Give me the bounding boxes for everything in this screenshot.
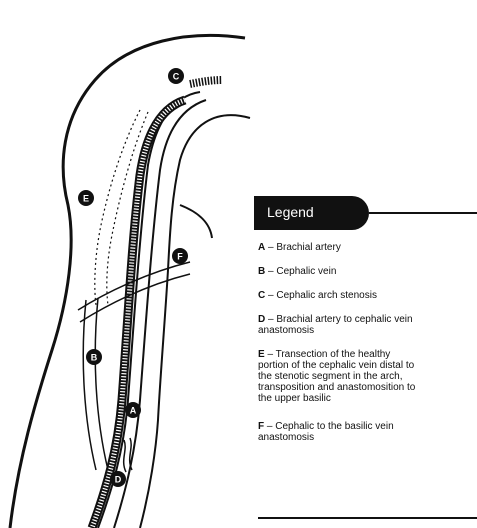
legend-text: Brachial artery to cephalic vein anastom… xyxy=(258,314,413,336)
marker-d: D xyxy=(110,471,126,487)
legend-key: C xyxy=(258,290,265,301)
marker-c-label: C xyxy=(173,72,180,82)
marker-e: E xyxy=(78,190,94,206)
marker-f-label: F xyxy=(177,252,183,262)
marker-f: F xyxy=(172,248,188,264)
marker-d-label: D xyxy=(115,475,122,485)
basilic-vein xyxy=(95,298,108,470)
marker-e-label: E xyxy=(83,194,89,204)
basilic-vein xyxy=(83,300,96,470)
legend-key: F xyxy=(258,421,264,432)
stenosis-hatch xyxy=(190,80,222,84)
legend-item-d: D – Brachial artery to cephalic vein ana… xyxy=(258,314,477,336)
inner-arm-outline xyxy=(140,115,250,528)
legend-bottom-rule xyxy=(258,517,477,519)
anastomosis-squiggle xyxy=(124,440,126,472)
marker-c: C xyxy=(168,68,184,84)
legend-item-e: E – Transection of the healthy portion o… xyxy=(258,349,477,404)
marker-b: B xyxy=(86,349,102,365)
legend-item-b: B – Cephalic vein xyxy=(258,266,477,277)
legend-list: A – Brachial artery B – Cephalic vein C … xyxy=(258,242,477,443)
axilla-line xyxy=(180,205,212,238)
legend-text: Cephalic to the basilic vein anastomosis xyxy=(258,421,394,443)
marker-a-label: A xyxy=(130,406,137,416)
legend-item-a: A – Brachial artery xyxy=(258,242,477,253)
legend-text: Cephalic vein xyxy=(276,266,336,277)
legend-key: E xyxy=(258,349,265,360)
marker-a: A xyxy=(125,402,141,418)
legend-item-c: C – Cephalic arch stenosis xyxy=(258,290,477,301)
legend-text: Brachial artery xyxy=(276,242,340,253)
legend-key: B xyxy=(258,266,265,277)
legend-key: D xyxy=(258,314,265,325)
legend-text: Transection of the healthy portion of th… xyxy=(258,349,415,404)
legend-title: Legend xyxy=(267,204,314,220)
anastomosis-squiggle xyxy=(130,438,132,470)
marker-b-label: B xyxy=(91,353,98,363)
legend-key: A xyxy=(258,242,265,253)
legend-header-rule xyxy=(369,212,477,214)
legend-item-f: F – Cephalic to the basilic vein anastom… xyxy=(258,421,477,443)
legend-text: Cephalic arch stenosis xyxy=(276,290,377,301)
